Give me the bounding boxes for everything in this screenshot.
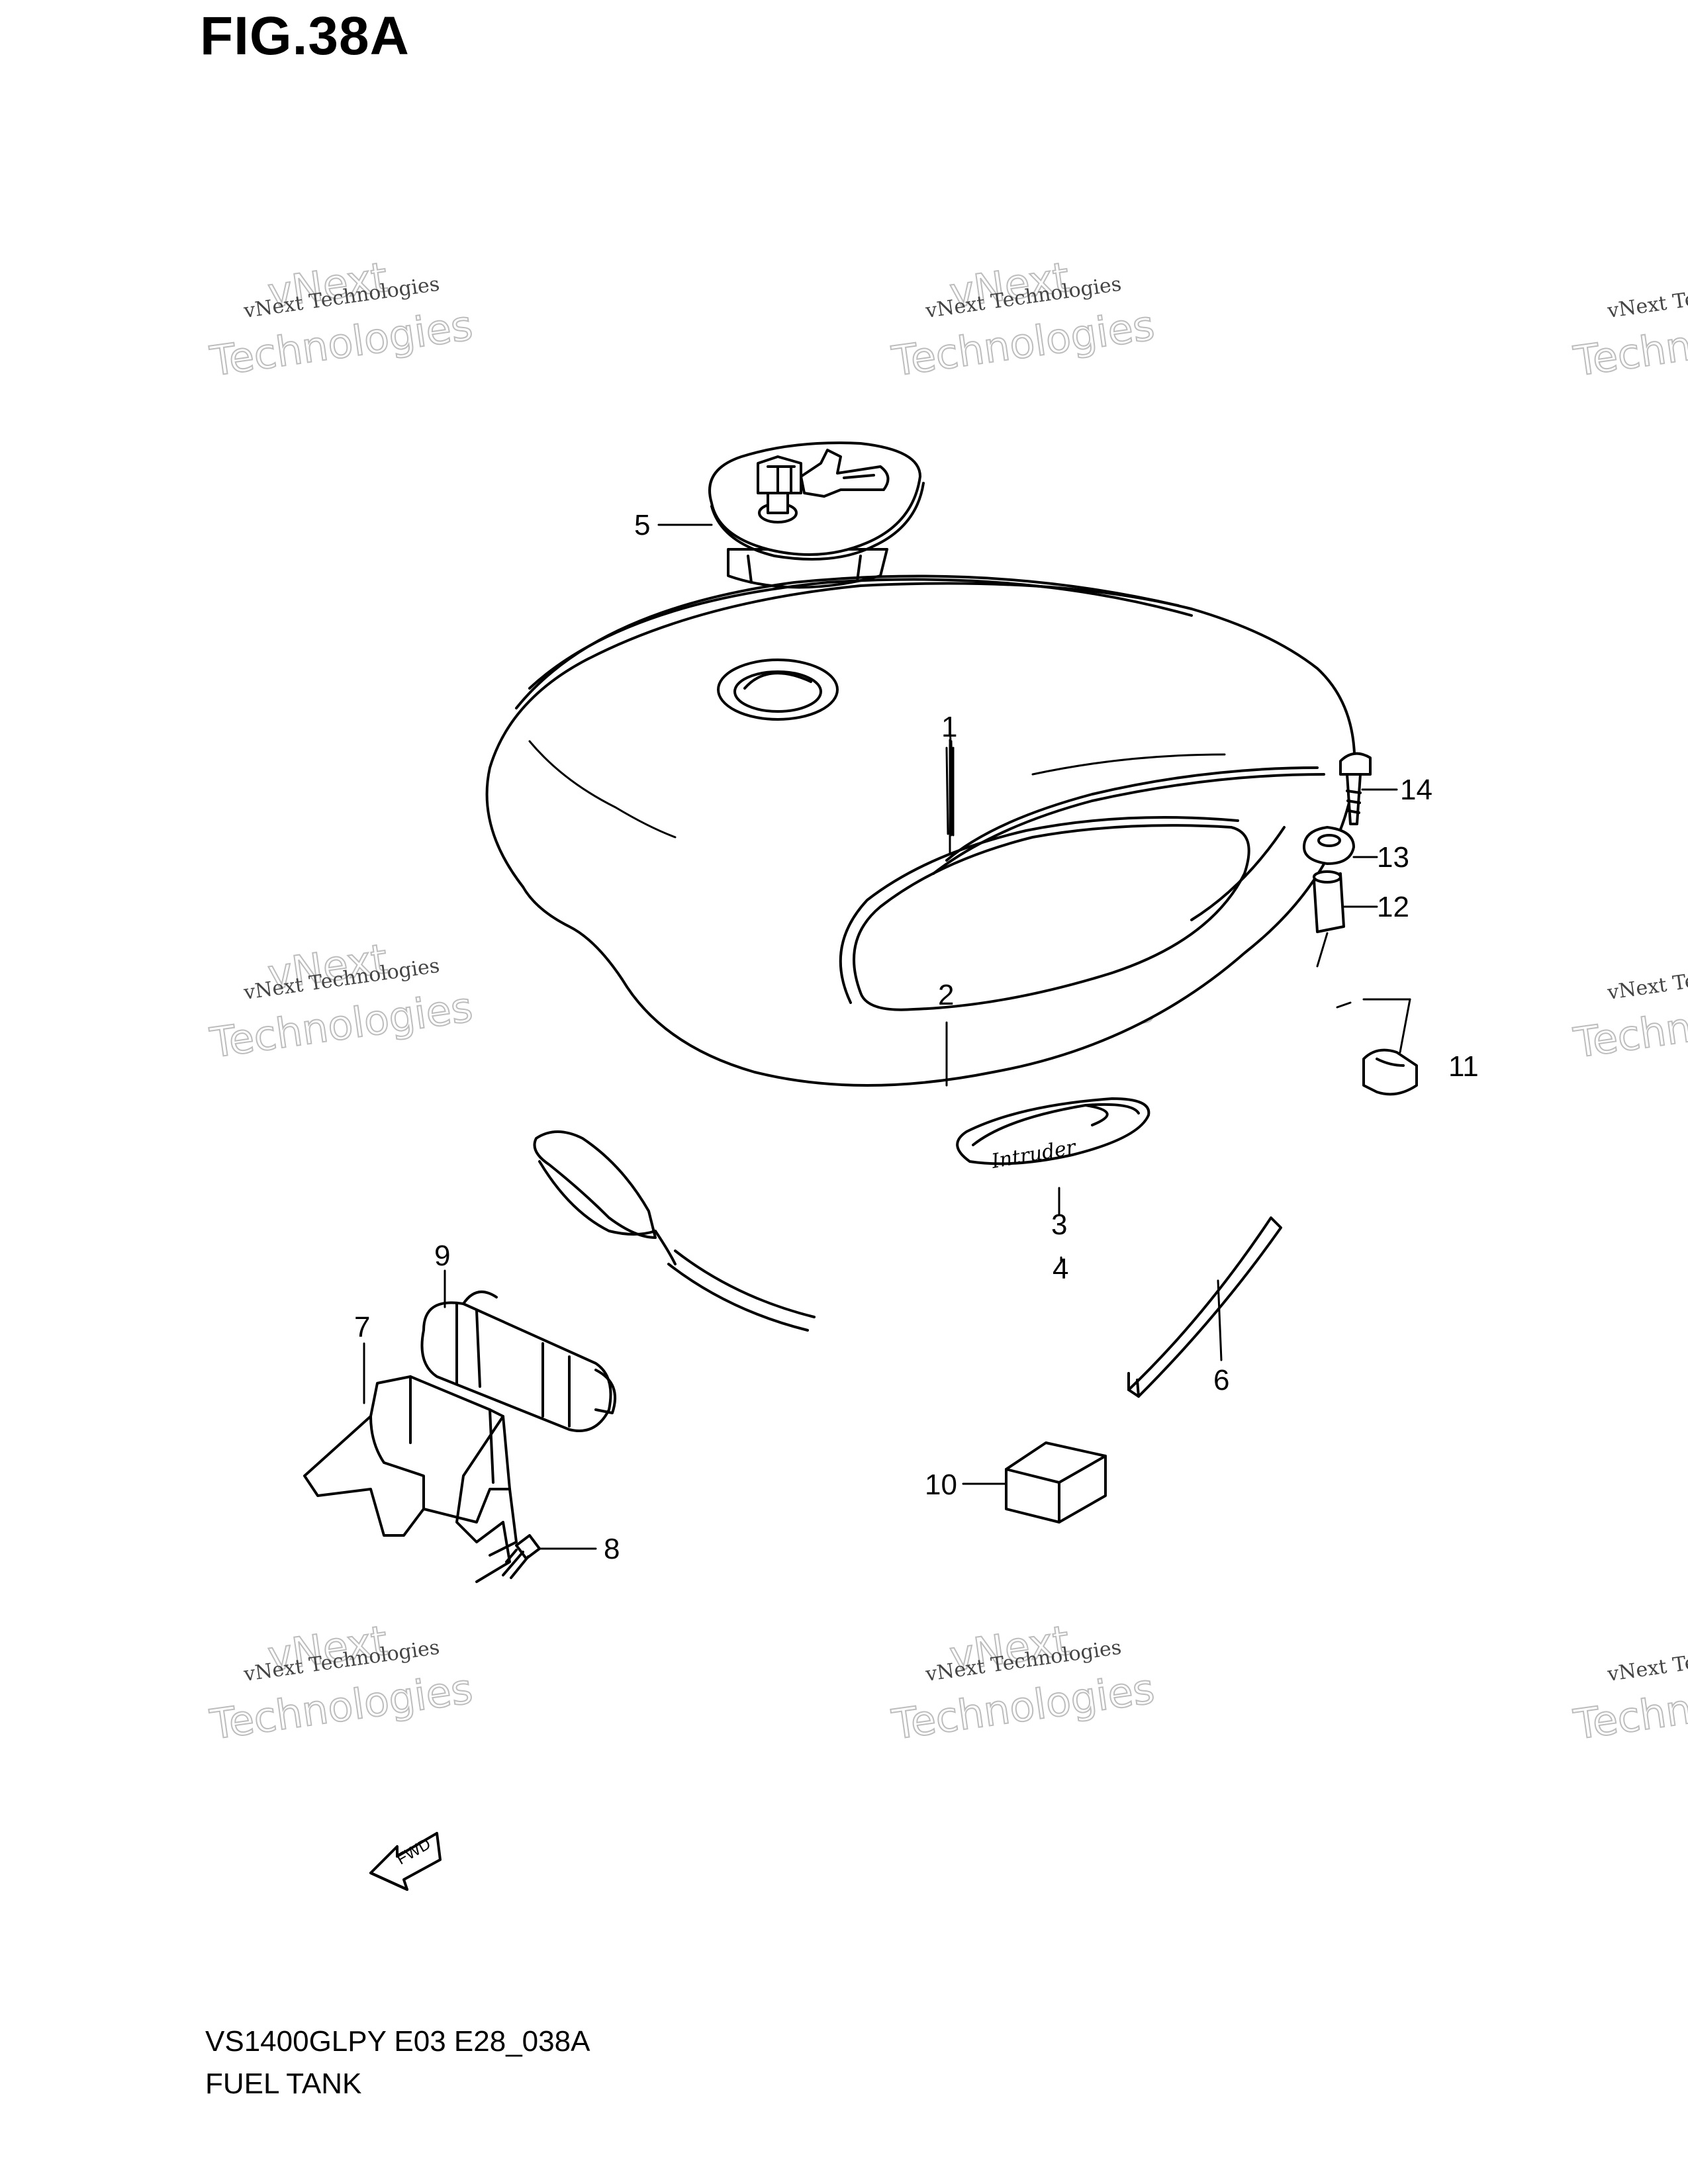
- callout-10: 10: [925, 1469, 957, 1501]
- tank-bracket-part: [303, 1375, 518, 1583]
- washer-part: [1303, 826, 1355, 865]
- callout-4: 4: [1053, 1253, 1068, 1285]
- fuel-cap-part: [708, 441, 925, 589]
- forward-arrow-icon: FWD: [369, 1832, 442, 1891]
- watermark-line2: vNext Technologies: [1605, 273, 1688, 323]
- fuel-tank-part: Intruder: [485, 574, 1356, 1265]
- model-code: VS1400GLPY E03 E28_038A: [205, 2025, 590, 2058]
- callout-11: 11: [1448, 1050, 1479, 1083]
- watermark-tile: vNext vNext Technologies Technologies: [207, 934, 477, 1068]
- callout-5: 5: [634, 509, 650, 541]
- watermark-tile-edge: vNext Technologies Technologies: [1570, 954, 1688, 1068]
- watermark-tile: vNext vNext Technologies Technologies: [207, 252, 477, 387]
- watermark-tile: vNext vNext Technologies Technologies: [888, 252, 1158, 387]
- watermark-tile: vNext vNext Technologies Technologies: [207, 1615, 477, 1750]
- figure-title: FIG.38A: [200, 6, 410, 66]
- callout-2: 2: [938, 979, 954, 1011]
- callout-8: 8: [604, 1533, 620, 1565]
- callout-7: 7: [354, 1311, 370, 1343]
- callout-9: 9: [434, 1240, 450, 1272]
- mount-bolt-part: [1339, 752, 1372, 825]
- watermark-tile-edge: vNext Technologies Technologies: [1570, 273, 1688, 387]
- bolt-part: [502, 1534, 541, 1579]
- tank-stripe: [667, 1250, 816, 1332]
- collar-part: [1313, 870, 1345, 933]
- cushion-pad-part: [1005, 1441, 1107, 1524]
- callout-13: 13: [1377, 841, 1409, 874]
- callout-3: 3: [1051, 1208, 1067, 1241]
- assembly-name: FUEL TANK: [205, 2068, 362, 2100]
- rear-cushion-part: [420, 1291, 617, 1432]
- watermark-tile: vNext vNext Technologies Technologies: [888, 1615, 1158, 1750]
- callout-1: 1: [941, 711, 957, 743]
- callout-numbers: 1 2 3 4 5 6 7 8 9 10 11 12 13 14: [354, 509, 1479, 1565]
- watermark-line2: vNext Technologies: [1605, 1636, 1688, 1686]
- leader-lines-main: [363, 523, 1411, 1550]
- callout-14: 14: [1400, 774, 1432, 806]
- watermark-line2: vNext Technologies: [1605, 954, 1688, 1005]
- watermark-tile-edge: vNext Technologies Technologies: [1570, 1636, 1688, 1750]
- callout-12: 12: [1377, 891, 1409, 923]
- grommet-part: [1362, 1048, 1418, 1096]
- tank-strip-part: [1127, 1216, 1282, 1398]
- callout-6: 6: [1213, 1364, 1229, 1396]
